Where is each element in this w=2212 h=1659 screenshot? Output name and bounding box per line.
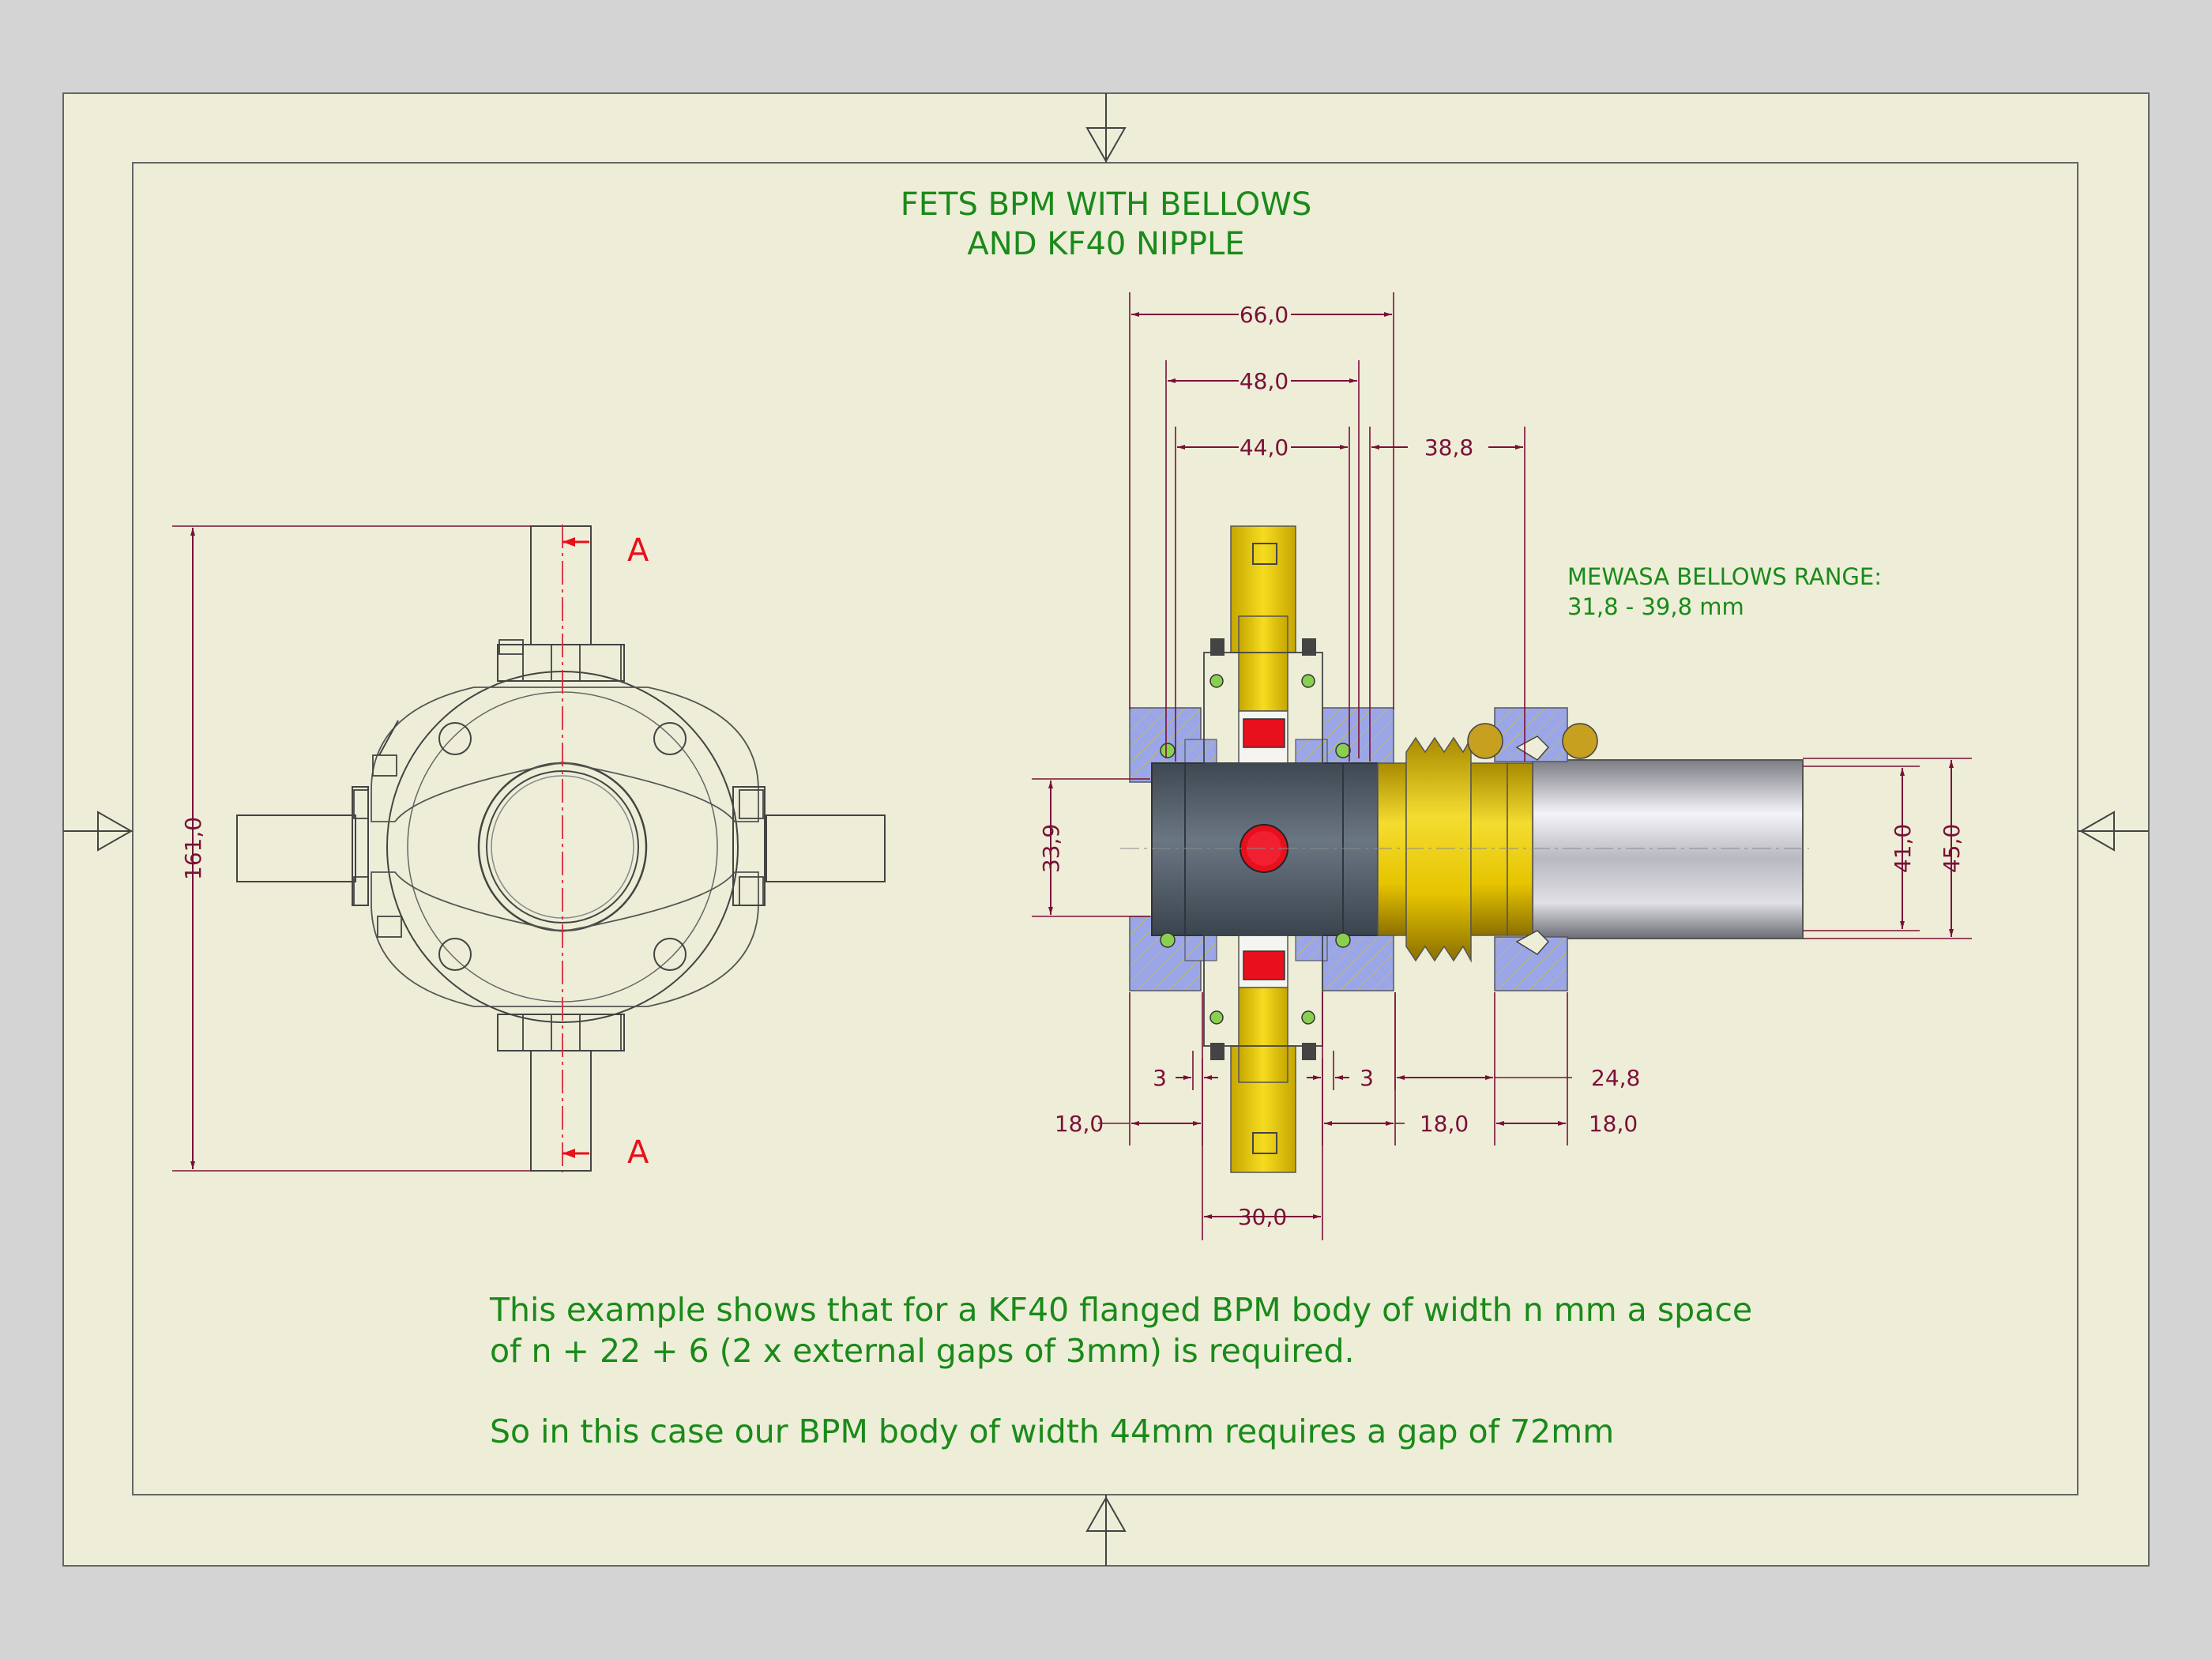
dim-label-38-8: 38,8: [1424, 434, 1473, 461]
section-label-bottom: A: [627, 1134, 649, 1171]
note-line-2: of n + 22 + 6 (2 x external gaps of 3mm)…: [490, 1332, 1355, 1370]
dim-label-18-right: 18,0: [1589, 1111, 1638, 1137]
dim-label-41: 41,0: [1890, 824, 1916, 873]
centring-marks: [63, 93, 2149, 1566]
dim-label-30: 30,0: [1238, 1204, 1287, 1230]
dim-label-18-mid: 18,0: [1420, 1111, 1469, 1137]
dim-label-gap-left: 3: [1153, 1065, 1167, 1091]
dimension-nipple: [1803, 758, 1972, 939]
bellows-note-line-1: MEWASA BELLOWS RANGE:: [1567, 563, 1882, 590]
title-line-2: AND KF40 NIPPLE: [967, 226, 1244, 262]
dimension-161: [172, 525, 531, 1172]
dim-label-66: 66,0: [1240, 302, 1288, 328]
dim-label-gap-right: 3: [1360, 1065, 1374, 1091]
bellows-note-line-2: 31,8 - 39,8 mm: [1567, 593, 1744, 620]
dimensions-bottom: [1098, 992, 1572, 1240]
title-line-1: FETS BPM WITH BELLOWS: [901, 186, 1311, 223]
dimensions-top: [1129, 292, 1525, 762]
section-label-top: A: [627, 532, 649, 569]
dim-label-48: 48,0: [1240, 368, 1288, 394]
dim-label-45: 45,0: [1939, 824, 1965, 873]
section-view: [1120, 525, 1809, 1173]
note-line-1: This example shows that for a KF40 flang…: [489, 1291, 1752, 1329]
dim-label-33-9: 33,9: [1038, 824, 1064, 873]
dimension-33-9: [1032, 778, 1150, 917]
dim-label-44: 44,0: [1240, 434, 1288, 461]
end-view: [236, 525, 886, 1172]
dim-label-161: 161,0: [180, 817, 206, 880]
note-line-3: So in this case our BPM body of width 44…: [490, 1413, 1614, 1450]
dim-label-24-8: 24,8: [1591, 1065, 1640, 1091]
dim-label-18-left: 18,0: [1055, 1111, 1104, 1137]
